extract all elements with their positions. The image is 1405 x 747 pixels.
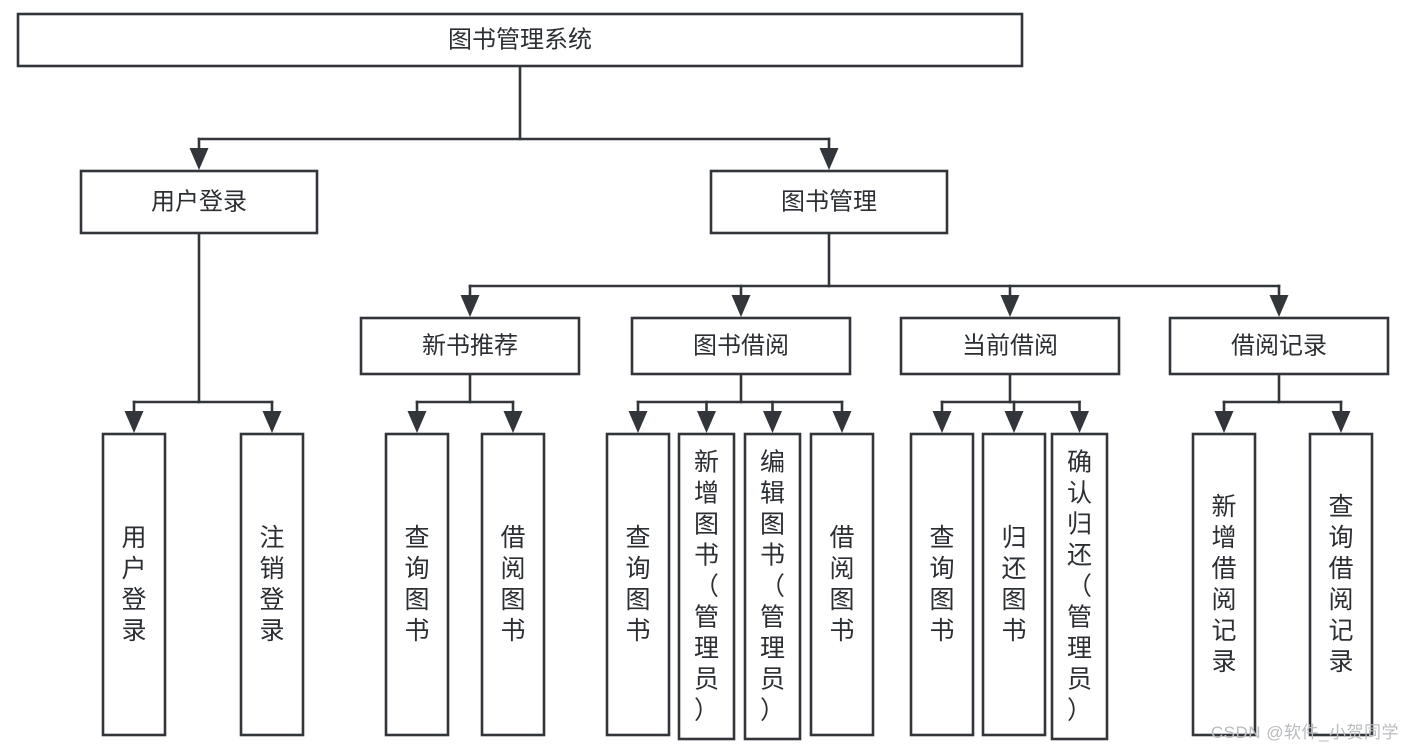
node-label: 用户登录 bbox=[121, 524, 146, 645]
node-label: 当前借阅 bbox=[962, 332, 1058, 359]
edge-group-current bbox=[932, 372, 1089, 433]
node-box[interactable] bbox=[1308, 432, 1374, 737]
arrow-head-icon bbox=[697, 411, 716, 433]
nodes-layer: 图书管理系统用户登录图书管理新书推荐图书借阅当前借阅借阅记录用户登录注销登录查询… bbox=[16, 12, 1390, 741]
node-bookmgr[interactable]: 图书管理 bbox=[709, 169, 949, 235]
node-label: 借阅图书 bbox=[829, 524, 854, 645]
node-box[interactable] bbox=[709, 169, 949, 235]
node-label: 借阅图书 bbox=[500, 524, 525, 645]
arrow-head-icon bbox=[731, 295, 751, 317]
edge-group-record bbox=[1214, 372, 1351, 433]
node-newbook[interactable]: 新书推荐 bbox=[359, 316, 581, 376]
node-current[interactable]: 当前借阅 bbox=[899, 316, 1121, 376]
node-l-edit[interactable]: 编辑图书（管理员） bbox=[743, 432, 802, 741]
node-login[interactable]: 用户登录 bbox=[79, 169, 319, 235]
arrow-head-icon bbox=[1004, 411, 1024, 433]
node-label: 查询图书 bbox=[404, 524, 429, 645]
node-label: 确认归还（管理员） bbox=[1067, 448, 1092, 724]
arrow-head-icon bbox=[1214, 411, 1234, 433]
node-l-addrec[interactable]: 新增借阅记录 bbox=[1191, 432, 1257, 737]
node-l-b1[interactable]: 借阅图书 bbox=[480, 432, 546, 737]
edges-layer bbox=[124, 64, 1351, 433]
arrow-head-icon bbox=[460, 295, 480, 317]
arrow-head-icon bbox=[262, 411, 282, 433]
node-label: 图书管理 bbox=[781, 188, 877, 215]
node-label: 图书管理系统 bbox=[448, 26, 592, 53]
node-box[interactable] bbox=[605, 432, 671, 737]
node-box[interactable] bbox=[1191, 432, 1257, 737]
arrow-head-icon bbox=[124, 411, 144, 433]
edge-group-root bbox=[189, 64, 839, 170]
node-l-b2[interactable]: 借阅图书 bbox=[809, 432, 875, 737]
node-box[interactable] bbox=[677, 432, 736, 741]
edge-group-login bbox=[124, 231, 282, 433]
arrow-head-icon bbox=[1000, 295, 1020, 317]
node-label: 查询借阅记录 bbox=[1328, 493, 1353, 676]
arrow-head-icon bbox=[1269, 295, 1289, 317]
edge-group-newbook bbox=[407, 372, 523, 433]
arrow-head-icon bbox=[832, 411, 852, 433]
node-box[interactable] bbox=[79, 169, 319, 235]
arrow-head-icon bbox=[628, 411, 648, 433]
node-l-qrec[interactable]: 查询借阅记录 bbox=[1308, 432, 1374, 737]
node-label: 新增图书（管理员） bbox=[694, 448, 719, 724]
node-box[interactable] bbox=[480, 432, 546, 737]
node-l-q1[interactable]: 查询图书 bbox=[384, 432, 450, 737]
arrow-head-icon bbox=[819, 148, 839, 170]
node-label: 用户登录 bbox=[151, 188, 247, 215]
node-box[interactable] bbox=[1168, 316, 1390, 376]
arrow-head-icon bbox=[1070, 411, 1089, 433]
node-l-add[interactable]: 新增图书（管理员） bbox=[677, 432, 736, 741]
node-box[interactable] bbox=[239, 432, 305, 737]
edge-group-bookmgr bbox=[460, 231, 1289, 317]
node-record[interactable]: 借阅记录 bbox=[1168, 316, 1390, 376]
node-box[interactable] bbox=[743, 432, 802, 741]
arrow-head-icon bbox=[763, 411, 782, 433]
node-label: 编辑图书（管理员） bbox=[760, 448, 785, 724]
arrow-head-icon bbox=[503, 411, 523, 433]
arrow-head-icon bbox=[407, 411, 427, 433]
node-l-q2[interactable]: 查询图书 bbox=[605, 432, 671, 737]
node-label: 新增借阅记录 bbox=[1211, 493, 1236, 676]
node-box[interactable] bbox=[630, 316, 852, 376]
node-borrow[interactable]: 图书借阅 bbox=[630, 316, 852, 376]
node-box[interactable] bbox=[359, 316, 581, 376]
node-box[interactable] bbox=[981, 432, 1047, 737]
node-l-q3[interactable]: 查询图书 bbox=[909, 432, 975, 737]
node-label: 查询图书 bbox=[625, 524, 650, 645]
arrow-head-icon bbox=[189, 148, 209, 170]
arrow-head-icon bbox=[1331, 411, 1351, 433]
node-box[interactable] bbox=[384, 432, 450, 737]
node-l-logout[interactable]: 注销登录 bbox=[239, 432, 305, 737]
node-label: 查询图书 bbox=[929, 524, 954, 645]
node-box[interactable] bbox=[16, 12, 1024, 68]
node-box[interactable] bbox=[899, 316, 1121, 376]
node-label: 归还图书 bbox=[1001, 524, 1026, 645]
node-l-return[interactable]: 归还图书 bbox=[981, 432, 1047, 737]
arrow-head-icon bbox=[932, 411, 952, 433]
node-box[interactable] bbox=[1050, 432, 1109, 741]
node-label: 图书借阅 bbox=[693, 332, 789, 359]
node-box[interactable] bbox=[909, 432, 975, 737]
node-l-confirm[interactable]: 确认归还（管理员） bbox=[1050, 432, 1109, 741]
node-box[interactable] bbox=[101, 432, 167, 737]
edge-group-borrow bbox=[628, 372, 852, 433]
node-label: 新书推荐 bbox=[422, 332, 518, 359]
node-root[interactable]: 图书管理系统 bbox=[16, 12, 1024, 68]
node-box[interactable] bbox=[809, 432, 875, 737]
node-label: 注销登录 bbox=[259, 524, 284, 645]
node-l-login[interactable]: 用户登录 bbox=[101, 432, 167, 737]
node-label: 借阅记录 bbox=[1231, 332, 1327, 359]
